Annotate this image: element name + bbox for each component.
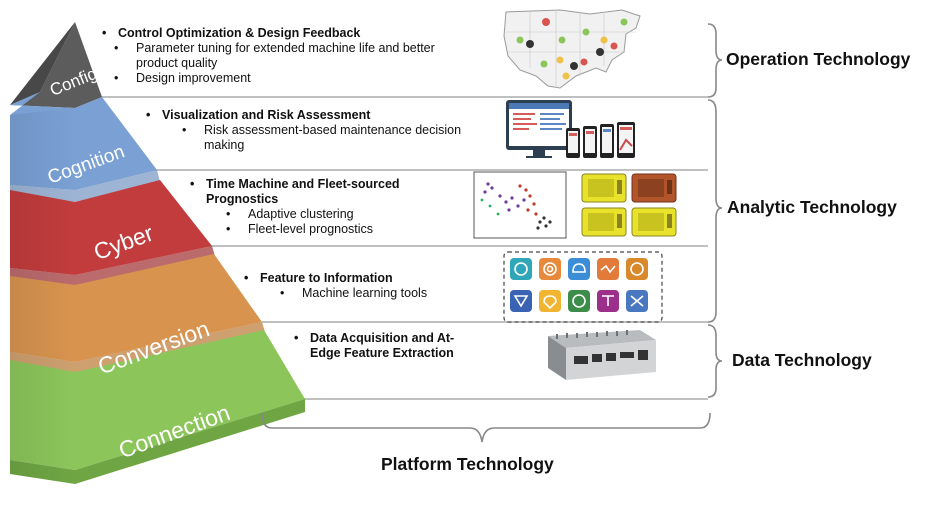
layer-cognition-text: Visualization and Risk Assessment Risk a…: [146, 108, 462, 153]
layer-dividers: [100, 96, 708, 400]
config-item-2: Design improvement: [114, 71, 463, 86]
cognition-heading: Visualization and Risk Assessment: [146, 108, 462, 123]
brace-data: [707, 324, 723, 398]
label-data-technology: Data Technology: [732, 350, 872, 370]
tier-config: [10, 22, 102, 108]
cognition-item-1: Risk assessment-based maintenance decisi…: [182, 123, 462, 153]
connection-heading: Data Acquisition and At-Edge Feature Ext…: [294, 331, 460, 361]
brace-platform: [261, 412, 711, 443]
brace-operation: [707, 23, 723, 98]
dashboard-devices-icon: [506, 100, 635, 158]
cluster-scatter-icon: [473, 171, 567, 239]
label-platform-technology: Platform Technology: [381, 454, 554, 474]
layer-config-text: Control Optimization & Design Feedback P…: [102, 26, 463, 86]
ml-tools-icon-grid: [503, 251, 663, 323]
config-heading: Control Optimization & Design Feedback: [102, 26, 463, 41]
layer-cyber-text: Time Machine and Fleet-sourced Prognosti…: [190, 177, 436, 237]
label-operation-technology: Operation Technology: [726, 49, 911, 69]
right-braces: [261, 23, 723, 443]
us-map-icon: [503, 9, 641, 89]
conversion-heading: Feature to Information: [244, 271, 490, 286]
machine-fleet-icon: [581, 173, 677, 237]
edge-computer-icon: [548, 330, 656, 380]
label-analytic-technology: Analytic Technology: [727, 197, 897, 217]
layer-conversion-text: Feature to Information Machine learning …: [244, 271, 490, 301]
cyber-item-1: Adaptive clustering: [226, 207, 436, 222]
cyber-item-2: Fleet-level prognostics: [226, 222, 436, 237]
conversion-item-1: Machine learning tools: [280, 286, 490, 301]
config-item-1: Parameter tuning for extended machine li…: [114, 41, 463, 71]
layer-connection-text: Data Acquisition and At-Edge Feature Ext…: [294, 331, 460, 361]
pyramid: [10, 22, 305, 484]
brace-analytic: [707, 99, 723, 323]
cyber-heading: Time Machine and Fleet-sourced Prognosti…: [190, 177, 436, 207]
tier-connection: [10, 330, 305, 470]
